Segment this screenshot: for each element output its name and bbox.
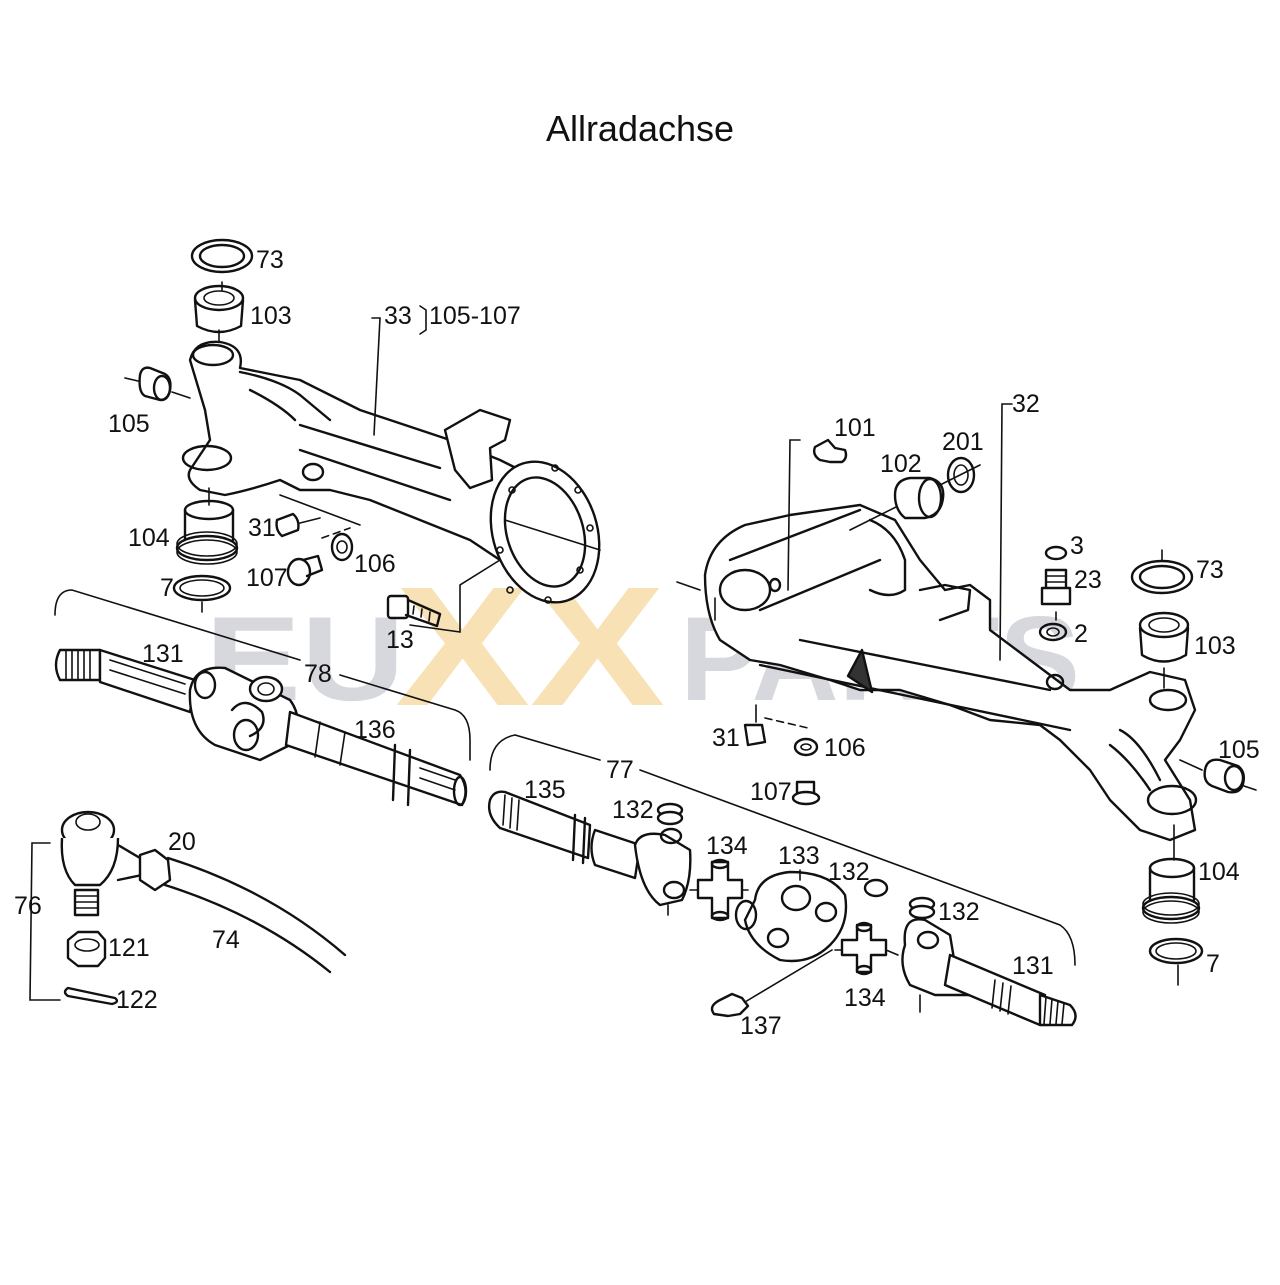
double-yoke-133	[734, 869, 848, 963]
bearing-cap-132b	[863, 878, 889, 898]
callout-104-right: 104	[1198, 858, 1240, 886]
callout-134-b: 134	[844, 984, 886, 1012]
callout-134-a: 134	[706, 832, 748, 860]
bolt-13	[386, 594, 442, 628]
callout-33: 33	[384, 302, 412, 330]
callout-103-right: 103	[1194, 632, 1236, 660]
seal-ring-73-left	[190, 238, 254, 291]
tie-rod-74	[138, 848, 347, 974]
ring-7-right	[1148, 937, 1204, 986]
callout-122: 122	[116, 986, 158, 1014]
axle-housing-left	[124, 238, 601, 633]
kingpin-104-right	[1141, 824, 1201, 924]
callout-132-a: 132	[612, 796, 654, 824]
grease-nipple-31-left	[275, 512, 321, 538]
callout-78: 78	[304, 660, 332, 688]
callout-106-right: 106	[824, 734, 866, 762]
callout-107-right: 107	[750, 778, 792, 806]
callout-105-left: 105	[108, 410, 150, 438]
bearing-103-right	[1138, 611, 1190, 689]
bushing-105-right	[1179, 758, 1257, 794]
callout-132-c: 132	[938, 898, 980, 926]
bushing-102	[893, 476, 945, 520]
grease-nipple-31-right	[743, 704, 767, 747]
axle-housing-right	[676, 403, 1257, 986]
callout-121: 121	[108, 934, 150, 962]
callout-131-right: 131	[1012, 952, 1054, 980]
callout-31-right: 31	[712, 724, 740, 752]
washer-106-left	[330, 532, 354, 562]
callout-labels: 73 103 33 105-107 105 104 31 106 107 7 1…	[14, 246, 1260, 1040]
seal-ring-201	[946, 456, 976, 494]
callout-73-right: 73	[1196, 556, 1224, 584]
callout-7-right: 7	[1206, 950, 1220, 978]
callout-73-left: 73	[256, 246, 284, 274]
callout-132-b: 132	[828, 858, 870, 886]
bushing-105-left	[124, 366, 191, 402]
callout-102: 102	[880, 450, 922, 478]
leader-lines-left	[371, 305, 427, 436]
callout-7-left: 7	[160, 574, 174, 602]
callout-106-left: 106	[354, 550, 396, 578]
screw-107-right	[791, 780, 821, 806]
washer-106-right	[793, 737, 819, 757]
callout-136: 136	[354, 716, 396, 744]
bearing-cap-132a	[656, 802, 684, 826]
callout-23: 23	[1074, 566, 1102, 594]
callout-77: 77	[606, 756, 634, 784]
grease-nipple-101	[812, 438, 848, 464]
screw-107-left	[286, 554, 324, 587]
cross-134-right	[834, 921, 899, 976]
callout-76: 76	[14, 892, 42, 920]
bearing-cap-132c	[908, 896, 936, 920]
callout-13: 13	[386, 626, 414, 654]
callout-74: 74	[212, 926, 240, 954]
callout-32: 32	[1012, 390, 1040, 418]
callout-3: 3	[1070, 532, 1084, 560]
callout-133: 133	[778, 842, 820, 870]
callout-105-107: 105-107	[429, 302, 521, 330]
diagram-title: Allradachse	[545, 108, 735, 149]
driveshaft-78	[54, 589, 471, 807]
washer-3	[1044, 545, 1068, 561]
callout-201: 201	[942, 428, 984, 456]
callout-105-right: 105	[1218, 736, 1260, 764]
grease-nipple-137	[710, 949, 833, 1018]
cross-134-left	[689, 858, 749, 922]
callout-104-left: 104	[128, 524, 170, 552]
nut-121	[66, 930, 107, 968]
callout-2: 2	[1074, 620, 1088, 648]
callout-20: 20	[168, 828, 196, 856]
driveshaft-77	[487, 734, 1077, 1027]
cotter-pin-122	[63, 986, 119, 1006]
ring-7-left	[172, 574, 232, 613]
callout-131-left: 131	[142, 640, 184, 668]
kingpin-104-left	[175, 487, 239, 565]
callout-101: 101	[834, 414, 876, 442]
tie-rod-assembly	[29, 810, 347, 1006]
callout-31-left: 31	[248, 514, 276, 542]
callout-103-left: 103	[250, 302, 292, 330]
bearing-103-left	[193, 284, 245, 334]
ball-joint-76	[60, 810, 144, 917]
callout-135: 135	[524, 776, 566, 804]
seal-ring-73-right	[1130, 549, 1194, 595]
washer-2	[1038, 622, 1068, 642]
callout-137: 137	[740, 1012, 782, 1040]
callout-107-left: 107	[246, 564, 288, 592]
valve-23	[1040, 568, 1072, 606]
